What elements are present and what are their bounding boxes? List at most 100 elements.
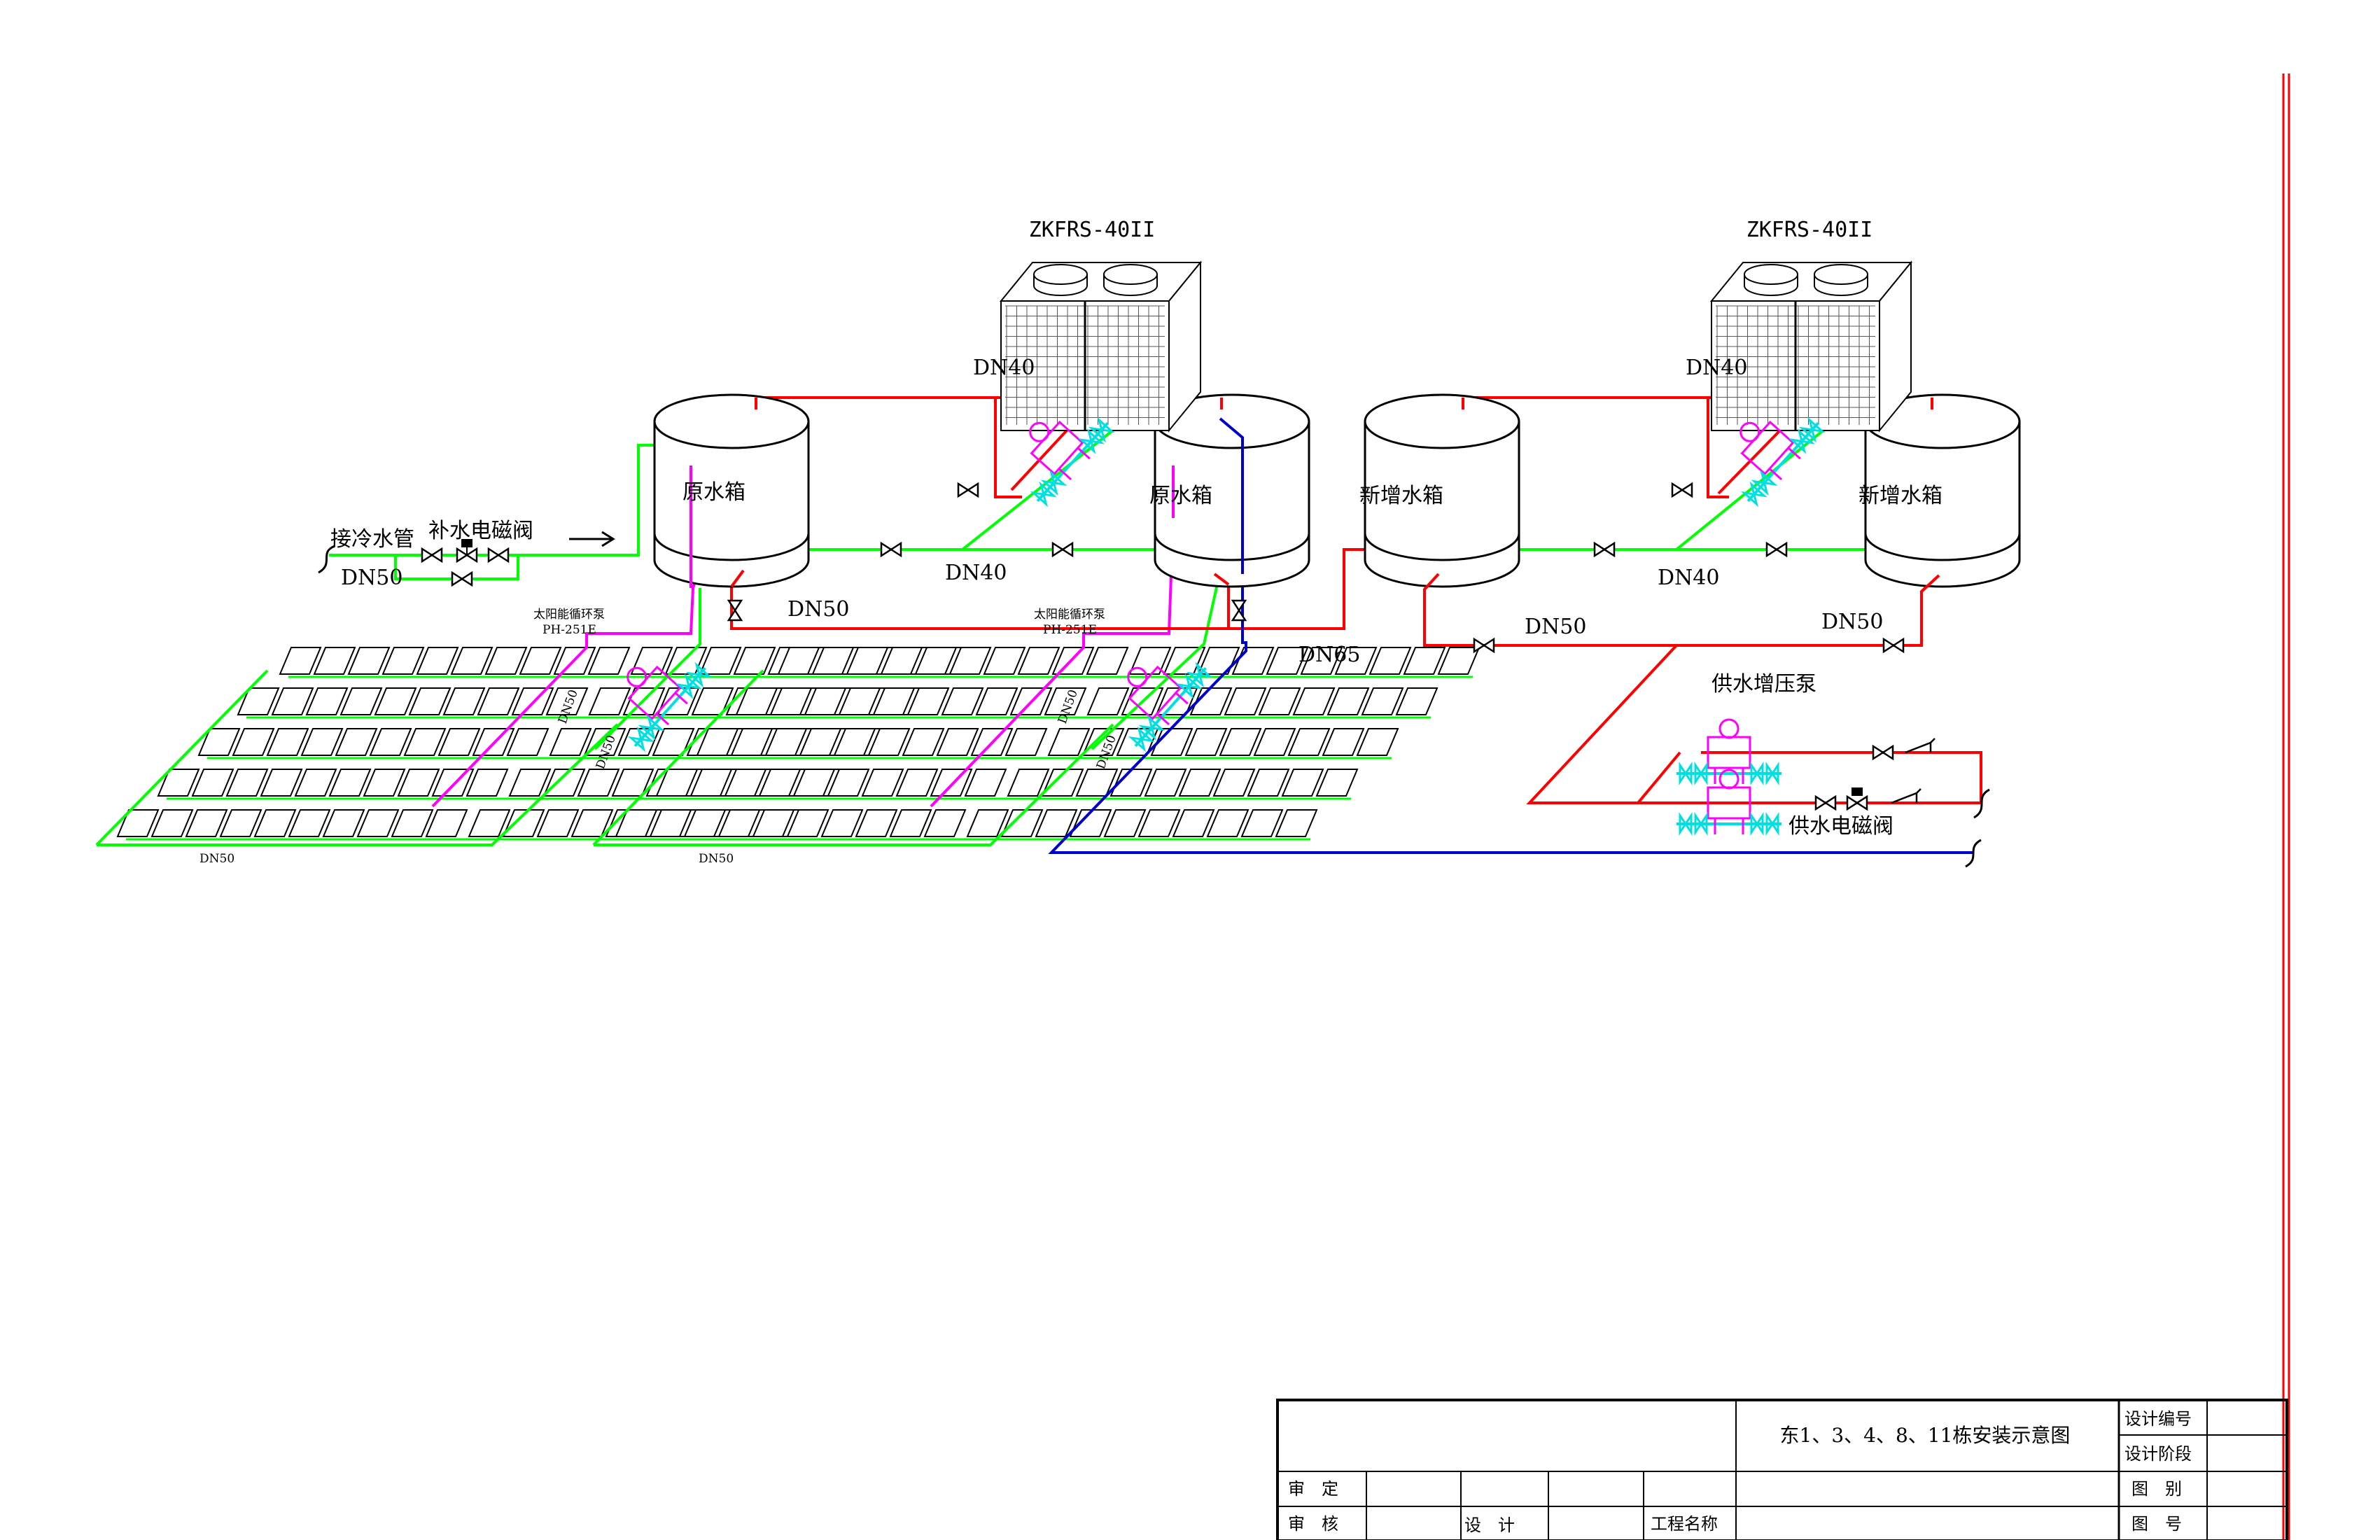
tank3-label: 新增水箱 xyxy=(1359,484,1443,508)
solar-panel xyxy=(769,687,813,715)
solar-panel xyxy=(975,687,1018,715)
solar-panel xyxy=(577,769,620,797)
pump-valve xyxy=(1765,812,1779,836)
solar-panel xyxy=(690,769,733,797)
solar-pump1-model: PH-251E xyxy=(542,623,596,637)
solar-panel xyxy=(431,769,475,797)
solar-panel xyxy=(1086,647,1129,675)
designed-label: 设 计 xyxy=(1464,1516,1515,1535)
solar-panel xyxy=(1047,728,1091,756)
pump-leg xyxy=(655,713,670,726)
break-symbols xyxy=(318,545,1990,868)
solar-panel xyxy=(861,769,904,797)
pump-valve xyxy=(1751,470,1778,496)
project-name-label: 工程名称 xyxy=(1651,1514,1718,1534)
solar-panel xyxy=(1044,687,1087,715)
solar-panel xyxy=(811,647,855,675)
solar-panel xyxy=(889,809,932,837)
solar-panel xyxy=(313,647,356,675)
valve-icon xyxy=(1872,744,1894,761)
solar-panel xyxy=(1266,647,1309,675)
pump-icon xyxy=(1676,769,1782,836)
pump-head xyxy=(626,666,648,687)
solar-panel xyxy=(150,809,194,837)
solar-panel xyxy=(752,809,795,837)
check-valve-icon xyxy=(1916,788,1921,794)
pipe-size-label: DN50 xyxy=(788,597,849,622)
solar-panel xyxy=(983,647,1026,675)
solar-panel xyxy=(403,728,447,756)
solar-collector-field-1 xyxy=(116,647,982,841)
solar-panel xyxy=(157,769,200,797)
solar-panel xyxy=(484,647,528,675)
solar-panel xyxy=(691,687,734,715)
pump-icon xyxy=(626,662,713,752)
valve-icon xyxy=(451,570,473,587)
solar-panel xyxy=(1240,809,1284,837)
solar-panel xyxy=(1086,687,1130,715)
unit1-model-label: ZKFRS-40II xyxy=(1029,218,1156,242)
pump-flange-line xyxy=(1134,666,1207,748)
pump-flange-line xyxy=(1036,421,1109,503)
solar-panel xyxy=(652,728,695,756)
design-stage-label: 设计阶段 xyxy=(2124,1444,2192,1464)
field1-pipes xyxy=(95,559,703,846)
solar-panel xyxy=(855,809,898,837)
solar-panel xyxy=(408,687,451,715)
tank1-label: 原水箱 xyxy=(682,480,746,505)
solar-panel xyxy=(232,728,275,756)
solar-panel xyxy=(1368,647,1412,675)
solar-panel xyxy=(718,809,761,837)
cold-riser xyxy=(441,444,654,556)
solar-panel xyxy=(964,769,1007,797)
solar-pump2-model: PH-251E xyxy=(1043,623,1097,637)
solar-panel xyxy=(846,647,889,675)
solar-panel xyxy=(1172,809,1215,837)
solar-panel xyxy=(630,647,673,675)
valve-icon xyxy=(1051,541,1074,558)
solar-panel xyxy=(300,728,344,756)
solar-panel xyxy=(328,769,372,797)
solar-panel xyxy=(1322,728,1365,756)
solar-panel xyxy=(936,728,979,756)
solar-panel xyxy=(1281,769,1324,797)
drawing-title: 东1、3、4、8、11栋安装示意图 xyxy=(1780,1424,2071,1447)
solar-panel xyxy=(833,728,876,756)
green-return-pipe xyxy=(97,723,619,846)
hot-unit1-drop xyxy=(994,398,1022,498)
pump-valve xyxy=(1138,715,1166,741)
solar-panel xyxy=(792,769,836,797)
solar-panel xyxy=(914,647,958,675)
solar-panel xyxy=(253,809,297,837)
unit2-model-label: ZKFRS-40II xyxy=(1746,218,1873,242)
solar-pump1-label: 太阳能循环泵 xyxy=(533,608,605,622)
solar-panel xyxy=(1247,769,1290,797)
solar-panel xyxy=(465,769,509,797)
solar-panel xyxy=(1258,687,1301,715)
valve-icon xyxy=(1671,482,1693,498)
solar-panel xyxy=(197,728,241,756)
solar-panel xyxy=(1326,687,1370,715)
solar-panel xyxy=(1219,728,1262,756)
pump-valve xyxy=(1088,416,1115,443)
pump-valve xyxy=(1694,762,1708,785)
pump-leg xyxy=(674,692,688,705)
cold-inlet-label: 接冷水管 xyxy=(330,527,414,552)
solar-panel xyxy=(664,647,708,675)
solar-panel xyxy=(369,728,412,756)
valve-icon xyxy=(1593,541,1616,558)
solar-panel xyxy=(1007,769,1050,797)
solar-panel xyxy=(1212,769,1256,797)
solar-panel xyxy=(1361,687,1404,715)
pump-icon xyxy=(1676,718,1782,785)
solar-panel xyxy=(587,647,631,675)
pump-icon xyxy=(1127,662,1213,752)
pump-valve xyxy=(1694,812,1708,836)
solar-panel xyxy=(895,769,939,797)
tank4-label: 新增水箱 xyxy=(1858,484,1942,508)
solar-panel xyxy=(397,769,440,797)
solar-panel xyxy=(615,809,658,837)
solar-panel xyxy=(225,769,269,797)
solar-panel xyxy=(966,809,1009,837)
solar-panel xyxy=(758,769,802,797)
